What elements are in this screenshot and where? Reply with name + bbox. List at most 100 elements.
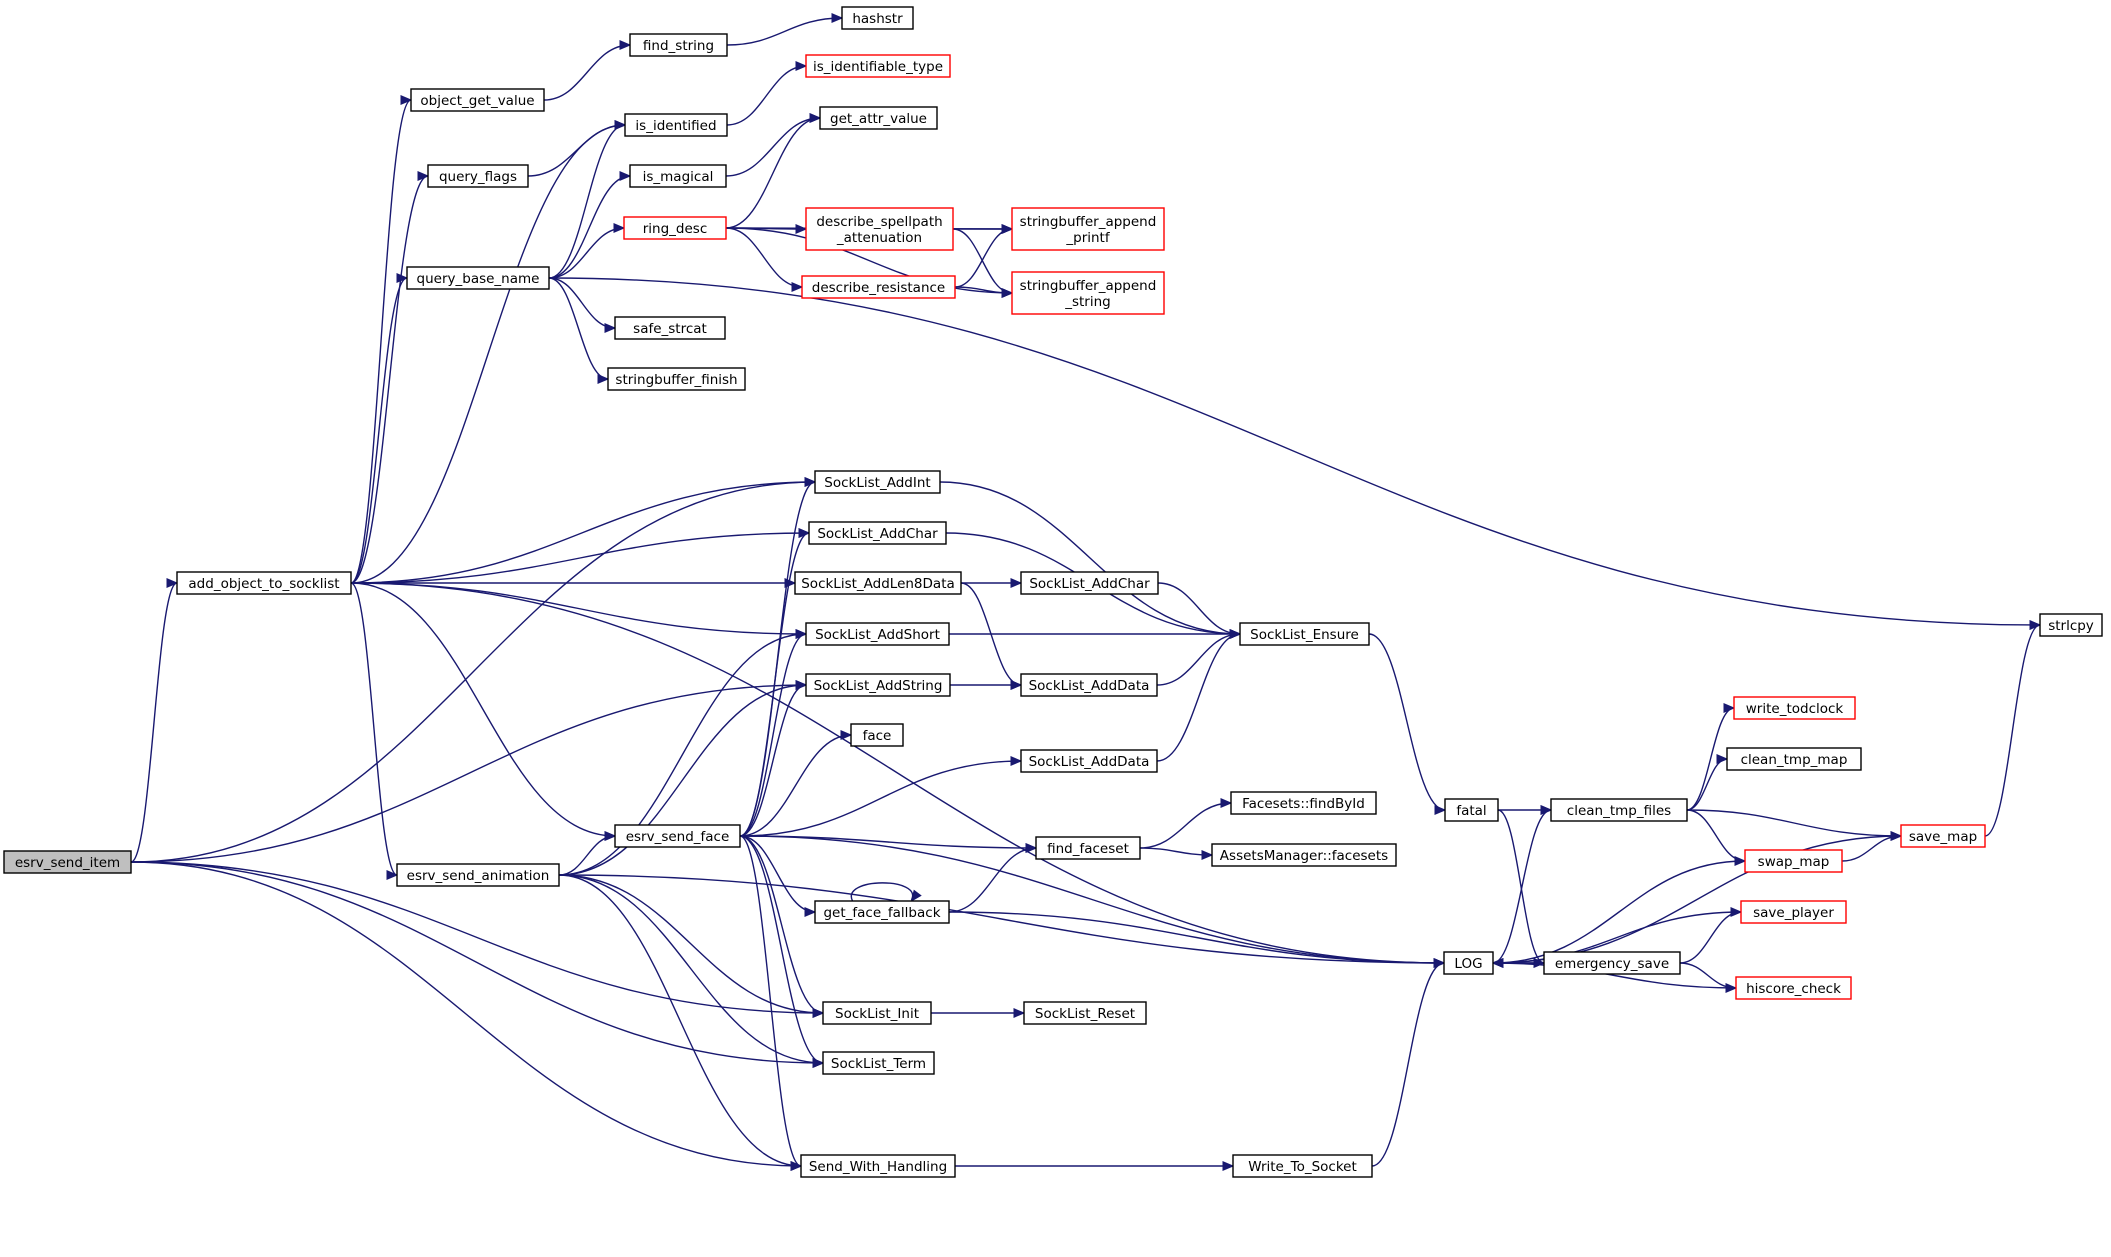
node-socklist-adddata2[interactable]: SockList_AddData [1020,749,1158,773]
edge-save-player-to-log [1492,911,1742,964]
node-box [410,88,545,112]
node-socklist-adddata[interactable]: SockList_AddData [1020,673,1158,697]
node-is-magical[interactable]: is_magical [629,164,727,188]
node-label: SockList_Init [835,1006,919,1022]
edge-arrowhead [613,223,626,233]
edge-arrowhead [795,629,808,639]
node-find-faceset[interactable]: find_faceset [1035,836,1141,860]
node-object-get-value[interactable]: object_get_value [410,88,545,112]
node-is-identified[interactable]: is_identified [624,113,728,137]
node-emergency-save[interactable]: emergency_save [1543,951,1681,975]
node-ring-desc[interactable]: ring_desc [623,216,727,240]
node-label: _attenuation [836,230,922,246]
node-stringbuffer-append-printf[interactable]: stringbuffer_append_printf [1011,207,1165,251]
edge-arrowhead [1001,288,1014,298]
edge-esrv-send-animation-to-socklist-init [558,874,824,1014]
edge-arrowhead [809,113,822,123]
node-stringbuffer-finish[interactable]: stringbuffer_finish [607,367,746,391]
edge-add-object-to-socklist-to-esrv-send-face [350,582,616,837]
node-hiscore-check[interactable]: hiscore_check [1735,976,1852,1000]
node-socklist-ensure[interactable]: SockList_Ensure [1239,622,1370,646]
node-label: esrv_send_animation [407,868,550,884]
node-send-with-handling[interactable]: Send_With_Handling [800,1154,956,1178]
edge-describe-resistance-to-stringbuffer-append-printf [954,228,1013,288]
node-clean-tmp-files[interactable]: clean_tmp_files [1550,798,1688,822]
node-socklist-addchar2[interactable]: SockList_AddChar [1020,571,1159,595]
node-box [1232,1154,1373,1178]
node-query-base-name[interactable]: query_base_name [406,266,550,290]
node-socklist-term[interactable]: SockList_Term [822,1051,935,1075]
node-hashstr[interactable]: hashstr [841,6,914,30]
edge-clean-tmp-files-to-save-map [1686,809,1902,837]
edge-swap-map-to-log [1492,860,1746,964]
node-stringbuffer-append-string[interactable]: stringbuffer_append_string [1011,271,1165,315]
node-get-attr-value[interactable]: get_attr_value [819,106,938,130]
node-box [814,900,950,924]
node-clean-tmp-map[interactable]: clean_tmp_map [1726,747,1862,771]
edge-find-faceset-to-assetsmanager-facesets [1139,847,1213,856]
edge-socklist-addint-to-socklist-ensure [939,481,1241,635]
node-query-flags[interactable]: query_flags [427,164,529,188]
node-socklist-addlen8data[interactable]: SockList_AddLen8Data [794,571,962,595]
edge-ring-desc-to-get-attr-value [725,117,821,229]
edge-add-object-to-socklist-to-esrv-send-animation [350,582,398,876]
node-write-to-socket[interactable]: Write_To_Socket [1232,1154,1373,1178]
node-log[interactable]: LOG [1443,951,1494,975]
node-socklist-init[interactable]: SockList_Init [822,1001,932,1025]
edge-arrowhead [604,831,617,841]
edges-layer [130,13,2042,1171]
edge-arrowhead [1716,754,1729,764]
node-save-map[interactable]: save_map [1900,824,1986,848]
node-save-player[interactable]: save_player [1740,900,1847,924]
node-socklist-addint[interactable]: SockList_AddInt [814,470,941,494]
node-box [629,164,727,188]
node-label: clean_tmp_files [1567,803,1671,819]
node-box [607,367,746,391]
node-describe-spellpath-attenuation[interactable]: describe_spellpath_attenuation [805,207,954,251]
node-describe-resistance[interactable]: describe_resistance [801,275,956,299]
edge-arrowhead [166,578,179,588]
node-get-face-fallback[interactable]: get_face_fallback [814,900,950,924]
node-label: AssetsManager::facesets [1220,848,1388,864]
node-face[interactable]: face [850,723,904,747]
node-strlcpy[interactable]: strlcpy [2039,613,2103,637]
edge-get-face-fallback-to-find-faceset [948,847,1037,913]
node-box [614,316,726,340]
node-socklist-addchar[interactable]: SockList_AddChar [808,521,947,545]
node-facesets-findbyid[interactable]: Facesets::findById [1230,791,1377,815]
edge-esrv-send-face-to-face [739,734,852,837]
node-box [1735,976,1852,1000]
node-safe-strcat[interactable]: safe_strcat [614,316,726,340]
node-find-string[interactable]: find_string [629,33,728,57]
node-label: Facesets::findById [1242,796,1365,812]
node-socklist-reset[interactable]: SockList_Reset [1023,1001,1147,1025]
edge-arrowhead [804,477,817,487]
node-box [176,571,352,595]
node-socklist-addshort[interactable]: SockList_AddShort [805,622,950,646]
edge-query-base-name-to-is-identified [548,124,626,279]
edge-arrowhead [1010,578,1023,588]
node-label: stringbuffer_append [1020,214,1157,230]
node-esrv-send-animation[interactable]: esrv_send_animation [396,863,560,887]
edge-arrowhead [1491,958,1504,968]
node-label: _string [1064,294,1111,310]
edge-query-base-name-to-is-magical [548,175,631,279]
node-box [805,673,951,697]
node-label: write_todclock [1746,701,1844,717]
edge-arrowhead [1433,958,1446,968]
node-label: SockList_AddLen8Data [801,576,955,592]
node-socklist-addstring[interactable]: SockList_AddString [805,673,951,697]
node-label: describe_resistance [812,280,945,296]
node-esrv-send-face[interactable]: esrv_send_face [614,824,741,848]
edge-esrv-send-item-to-socklist-init [130,861,824,1014]
node-is-identifiable-type[interactable]: is_identifiable_type [805,54,951,78]
node-swap-map[interactable]: swap_map [1744,849,1843,873]
node-label: esrv_send_face [626,829,730,845]
node-label: hiscore_check [1746,981,1841,997]
node-box [801,275,956,299]
node-esrv-send-item[interactable]: esrv_send_item [3,850,132,874]
node-fatal[interactable]: fatal [1444,798,1499,822]
node-add-object-to-socklist[interactable]: add_object_to_socklist [176,571,352,595]
node-write-todclock[interactable]: write_todclock [1733,696,1856,720]
node-assetsmanager-facesets[interactable]: AssetsManager::facesets [1211,843,1397,867]
